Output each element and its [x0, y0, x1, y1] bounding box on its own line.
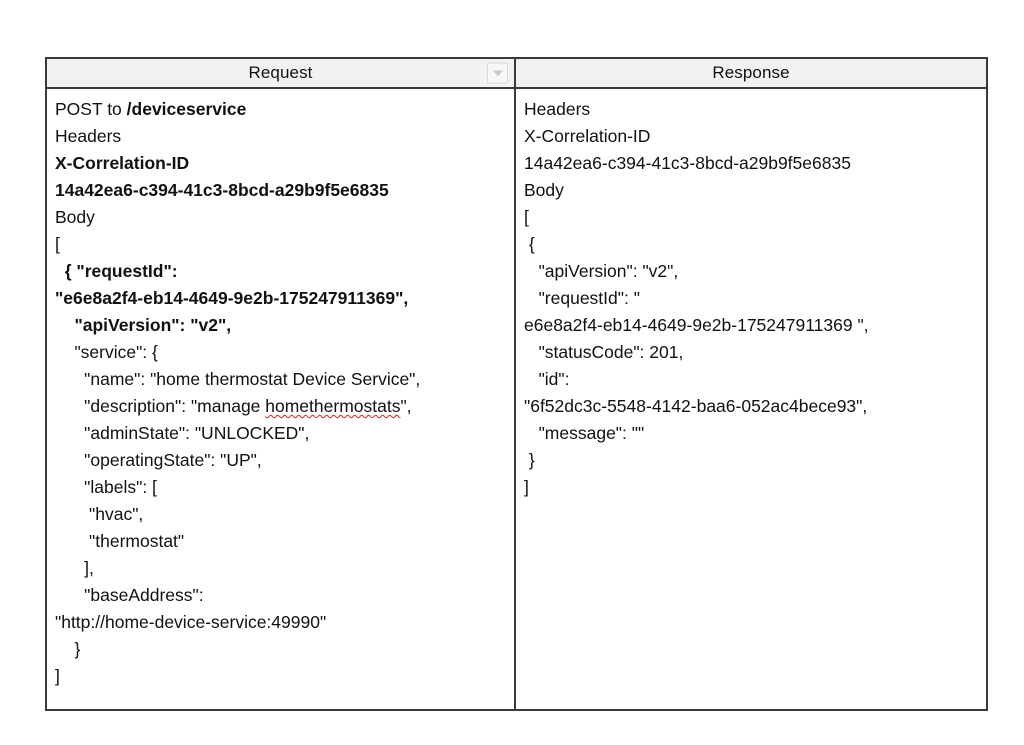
code-line: "labels": [: [55, 477, 157, 497]
chevron-down-icon[interactable]: [487, 62, 508, 84]
table-header-row: Request Response: [47, 59, 986, 89]
code-line: "id":: [524, 369, 570, 389]
code-line: "requestId": ": [524, 288, 640, 308]
code-line: "baseAddress":: [55, 585, 204, 605]
code-line: "apiVersion": "v2",: [55, 315, 232, 335]
request-method-line: POST to /deviceservice: [55, 99, 247, 119]
code-line: "hvac",: [55, 504, 144, 524]
code-line: "apiVersion": "v2",: [524, 261, 679, 281]
body-label: Body: [55, 207, 95, 227]
headers-label: Headers: [524, 99, 591, 119]
column-header-response-label: Response: [712, 63, 790, 82]
code-line: [: [55, 234, 60, 254]
code-line: "thermostat": [55, 531, 185, 551]
column-header-request[interactable]: Request: [47, 59, 516, 87]
chevron-down-glyph: [492, 70, 503, 76]
code-line: { "requestId":: [55, 261, 183, 281]
code-line: "adminState": "UNLOCKED",: [55, 423, 310, 443]
code-line: "statusCode": 201,: [524, 342, 684, 362]
code-line: e6e8a2f4-eb14-4649-9e2b-175247911369 ",: [524, 315, 869, 335]
misspelled-word: homethermostats: [265, 396, 401, 416]
code-line: "6f52dc3c-5548-4142-baa6-052ac4bece93",: [524, 396, 868, 416]
column-header-request-label: Request: [248, 63, 313, 82]
correlation-id-value: 14a42ea6-c394-41c3-8bcd-a29b9f5e6835: [524, 153, 851, 173]
code-line: "http://home-device-service:49990": [55, 612, 327, 632]
code-line: {: [524, 234, 535, 254]
headers-label: Headers: [55, 126, 122, 146]
code-line: "operatingState": "UP",: [55, 450, 262, 470]
code-line: "message": "": [524, 423, 645, 443]
code-line: "name": "home thermostat Device Service"…: [55, 369, 421, 389]
correlation-id-value: 14a42ea6-c394-41c3-8bcd-a29b9f5e6835: [55, 180, 389, 200]
code-line: "description": "manage homethermostats",: [55, 396, 412, 416]
code-line: "e6e8a2f4-eb14-4649-9e2b-175247911369",: [55, 288, 409, 308]
correlation-id-name: X-Correlation-ID: [524, 126, 651, 146]
correlation-id-name: X-Correlation-ID: [55, 153, 190, 173]
code-line: ]: [55, 666, 60, 686]
body-label: Body: [524, 180, 564, 200]
code-line: ],: [55, 558, 94, 578]
code-line: }: [524, 450, 535, 470]
code-line: }: [55, 639, 81, 659]
code-line: [: [524, 207, 529, 227]
code-line: ]: [524, 477, 529, 497]
code-line: "service": {: [55, 342, 158, 362]
request-endpoint-path: /deviceservice: [126, 99, 247, 119]
column-header-response[interactable]: Response: [516, 59, 986, 87]
